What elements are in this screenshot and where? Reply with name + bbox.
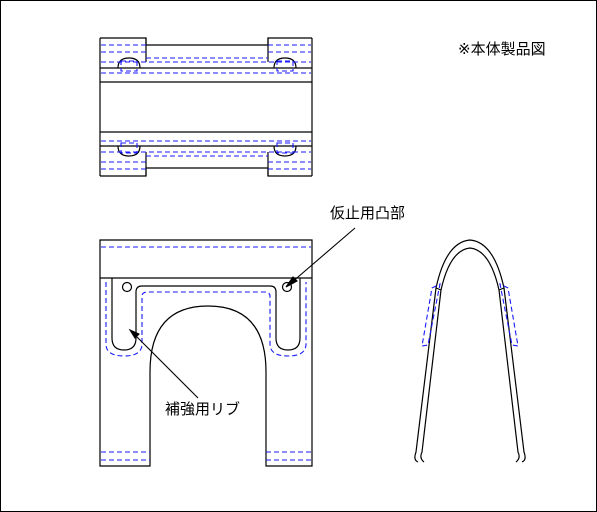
product-note-label: ※本体製品図: [458, 40, 546, 58]
side-view-hidden-lines: [421, 283, 519, 347]
temp-boss-label: 仮止用凸部: [330, 204, 406, 222]
top-view: [99, 37, 313, 177]
leader-temp-boss: [285, 227, 356, 288]
side-view: [414, 239, 526, 463]
side-view-outline: [414, 239, 526, 463]
front-view: [99, 239, 313, 467]
front-view-hidden-lines: [101, 246, 311, 461]
rib-label: 補強用リブ: [165, 400, 241, 418]
top-view-hidden-lines: [101, 44, 311, 170]
front-view-outline: [99, 239, 313, 467]
leader-rib: [128, 328, 199, 399]
